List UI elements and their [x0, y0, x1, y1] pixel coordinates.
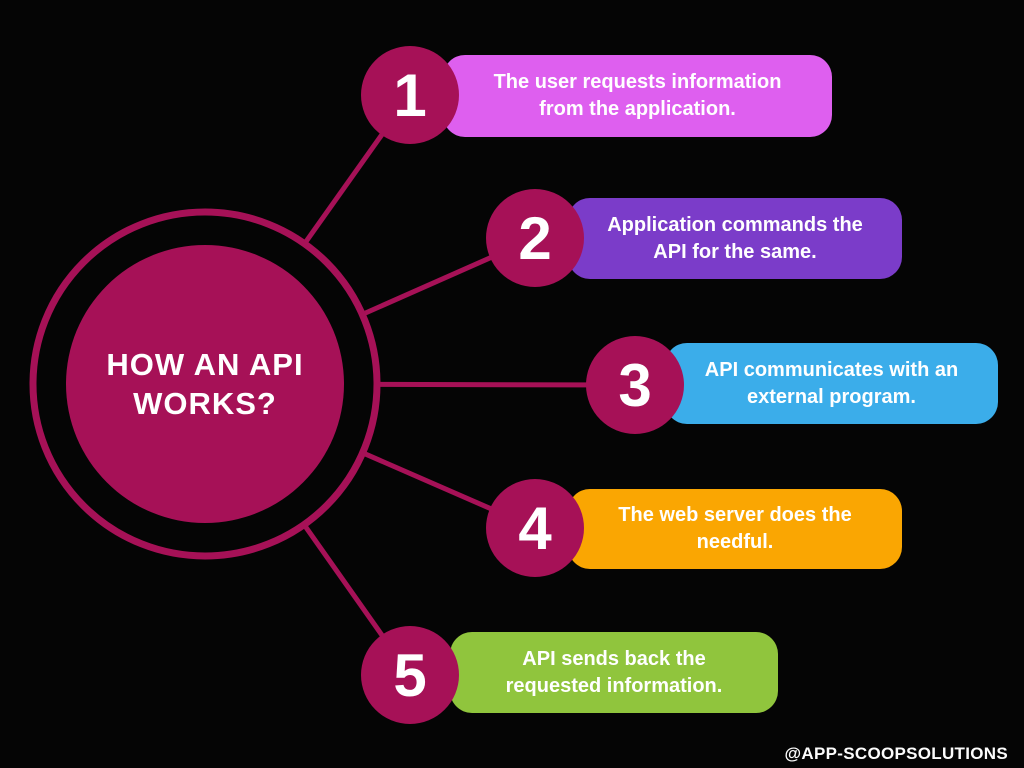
step-1-text-line-2: from the application. [539, 98, 736, 120]
step-badge-1: 1 [361, 46, 459, 144]
step-5-text-line-2: requested information. [505, 674, 723, 697]
step-card-2: Application commands the API for the sam… [568, 198, 902, 279]
step-2-text-line-2: API for the same. [653, 240, 817, 263]
hub-title: HOW AN API WORKS? [65, 245, 345, 523]
watermark-credit: @APP-SCOOPSOLUTIONS [784, 744, 1008, 763]
step-1-number: 1 [393, 61, 427, 129]
step-2-text-line-1: Application commands the [607, 213, 863, 236]
step-3-text-line-2: external program. [747, 385, 916, 408]
step-4-text-line-2: needful. [696, 531, 774, 553]
hub-title-line-1: HOW AN API [106, 347, 304, 382]
step-card-3: API communicates with an external progra… [665, 343, 998, 424]
step-3-number: 3 [618, 351, 652, 419]
step-4-number: 4 [518, 494, 552, 562]
step-5-number: 5 [393, 641, 427, 709]
step-1-text-line-1: The user requests information [493, 71, 782, 93]
step-badge-5: 5 [361, 626, 459, 724]
step-card-1: The user requests information from the a… [443, 55, 832, 137]
step-badge-3: 3 [586, 336, 684, 434]
step-2-number: 2 [518, 204, 552, 272]
hub-title-line-2: WORKS? [133, 386, 277, 421]
step-4-text-line-1: The web server does the [618, 504, 852, 526]
step-badge-2: 2 [486, 189, 584, 287]
step-5-text-line-1: API sends back the [522, 647, 706, 670]
step-3-text-line-1: API communicates with an [704, 358, 959, 381]
hub-inner-circle [66, 245, 344, 523]
step-card-5: API sends back the requested information… [450, 632, 778, 713]
step-badge-4: 4 [486, 479, 584, 577]
step-card-4: The web server does the needful. [568, 489, 902, 569]
